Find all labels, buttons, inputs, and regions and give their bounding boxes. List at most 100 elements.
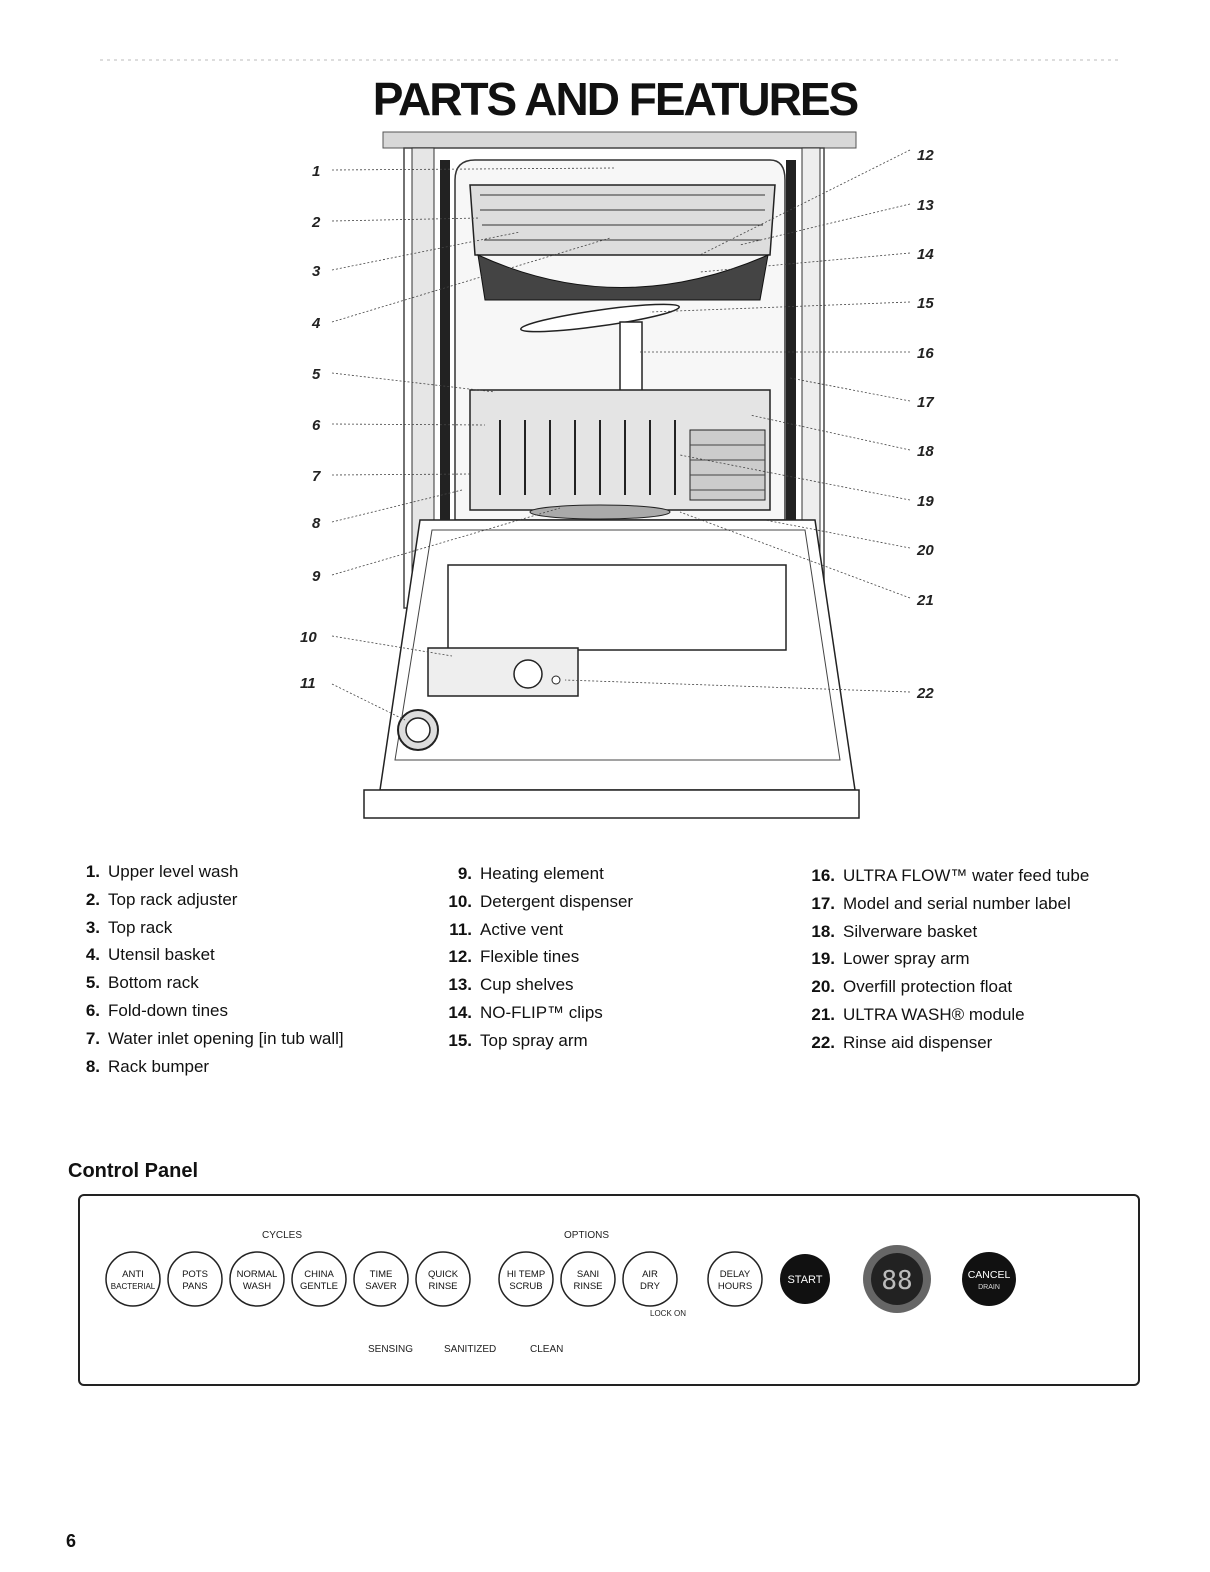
button-label: SANI <box>577 1269 599 1280</box>
parts-list-number: 14. <box>448 1002 472 1022</box>
page-title: PARTS AND FEATURES <box>372 73 860 125</box>
cycles-label: CYCLES <box>262 1230 302 1241</box>
parts-list-label: Top rack <box>108 917 173 937</box>
parts-list-label: Fold-down tines <box>108 1000 229 1020</box>
button-label: SAVER <box>365 1281 397 1292</box>
button-label: NORMAL <box>237 1269 278 1280</box>
parts-list-label: Heating element <box>480 864 604 883</box>
button-label: SCRUB <box>509 1281 542 1292</box>
status-sensing: SENSING <box>368 1344 413 1355</box>
parts-list-label: Model and serial number label <box>843 893 1071 913</box>
parts-list-number: 19. <box>811 949 835 969</box>
digital-display: 88 <box>863 1245 931 1313</box>
parts-list-item: 7.Water inlet opening [in tub wall] <box>70 1025 344 1053</box>
lock-on-label: LOCK ON <box>650 1309 686 1318</box>
parts-list-label: Flexible tines <box>480 947 580 967</box>
parts-list-label: ULTRA WASH® module <box>843 1004 1025 1024</box>
callout-17: 17 <box>917 394 934 411</box>
parts-list-item: 8.Rack bumper <box>70 1053 344 1081</box>
parts-list-item: 5. Bottom rack <box>70 969 344 997</box>
button-label: PANS <box>182 1281 207 1292</box>
button-label: DRY <box>640 1281 661 1292</box>
parts-list-label: Detergent dispenser <box>480 891 634 911</box>
parts-list-label: Lower spray arm <box>843 949 970 969</box>
parts-list-number: 15. <box>448 1030 472 1050</box>
parts-list-item: 11.Active vent <box>432 916 633 944</box>
callout-12: 12 <box>917 147 934 164</box>
callout-22: 22 <box>916 685 934 702</box>
callout-15: 15 <box>917 295 934 312</box>
parts-list-number: 2. <box>85 889 100 909</box>
parts-list-item: 10. Detergent dispenser <box>432 888 633 916</box>
parts-list-label: Water inlet opening [in tub wall] <box>108 1028 344 1048</box>
start-button[interactable]: START <box>780 1254 830 1304</box>
delay-hours-line1: DELAY <box>720 1269 751 1280</box>
button-label: ANTI <box>122 1269 144 1280</box>
callout-8: 8 <box>312 515 321 532</box>
parts-list-label: Rinse aid dispenser <box>843 1032 993 1052</box>
callout-4: 4 <box>311 315 321 332</box>
button-label: TIME <box>370 1269 393 1280</box>
parts-list-label: Top spray arm <box>480 1030 588 1050</box>
parts-list-number: 8. <box>85 1056 100 1076</box>
status-sanitized: SANITIZED <box>444 1344 496 1355</box>
parts-list-number: 21. <box>811 1004 835 1024</box>
parts-list-label: NO-FLIP™ clips <box>480 1002 603 1022</box>
cancel-drain-button[interactable]: CANCEL DRAIN <box>962 1252 1016 1306</box>
parts-list-item: 12. Flexible tines <box>432 943 633 971</box>
button-label: WASH <box>243 1281 271 1292</box>
parts-list-label: Utensil basket <box>108 945 215 965</box>
parts-list-item: 16. ULTRA FLOW™ water feed tube <box>795 862 1089 890</box>
drain-label: DRAIN <box>978 1284 1000 1291</box>
callout-10: 10 <box>300 629 317 646</box>
callout-19: 19 <box>917 493 934 510</box>
parts-list-item: 22.Rinse aid dispenser <box>795 1029 1089 1057</box>
button-label: QUICK <box>428 1269 459 1280</box>
button-label: RINSE <box>573 1281 602 1292</box>
parts-list-item: 1.Upper level wash <box>70 858 344 886</box>
cancel-label: CANCEL <box>968 1269 1011 1281</box>
parts-list-number: 11. <box>449 919 472 939</box>
parts-list-number: 9. <box>457 864 472 883</box>
callout-6: 6 <box>312 417 321 434</box>
parts-list-item: 2. Top rack adjuster <box>70 886 344 914</box>
parts-list-number: 5. <box>85 973 100 993</box>
parts-list-label: ULTRA FLOW™ water feed tube <box>843 866 1090 885</box>
parts-list-column-1: 1.Upper level wash 2. Top rack adjuster 3. T… <box>70 858 344 1080</box>
delay-hours-button[interactable]: DELAY HOURS <box>707 1251 763 1307</box>
cycle-button-anti[interactable]: ANTI BACTERIAL <box>105 1251 161 1307</box>
parts-list-item: 4.Utensil basket <box>70 941 344 969</box>
parts-list-number: 3. <box>85 917 100 937</box>
parts-list-item: 13.Cup shelves <box>432 971 633 999</box>
parts-list-item: 20.Overfill protection float <box>795 973 1089 1001</box>
parts-list-item: 14. NO-FLIP™ clips <box>432 999 633 1027</box>
parts-list-number: 12. <box>448 947 472 967</box>
parts-list-column-3: 16. ULTRA FLOW™ water feed tube 17.Model a… <box>795 862 1089 1057</box>
button-label: GENTLE <box>300 1281 338 1292</box>
options-label: OPTIONS <box>564 1230 609 1241</box>
delay-hours-line2: HOURS <box>718 1281 752 1292</box>
parts-list-label: Cup shelves <box>480 975 574 995</box>
parts-list-label: Top rack adjuster <box>108 889 238 909</box>
parts-list-number: 10. <box>448 891 472 911</box>
callout-5: 5 <box>312 366 321 383</box>
callout-7: 7 <box>312 468 321 485</box>
parts-list-label: Bottom rack <box>108 973 199 993</box>
parts-list-number: 16. <box>811 866 835 885</box>
button-label: RINSE <box>428 1281 457 1292</box>
button-label: BACTERIAL <box>111 1282 156 1291</box>
button-label: HI TEMP <box>507 1269 545 1280</box>
parts-list-item: 17.Model and serial number label <box>795 890 1089 918</box>
parts-list-number: 18. <box>811 921 835 941</box>
callout-13: 13 <box>917 197 934 214</box>
